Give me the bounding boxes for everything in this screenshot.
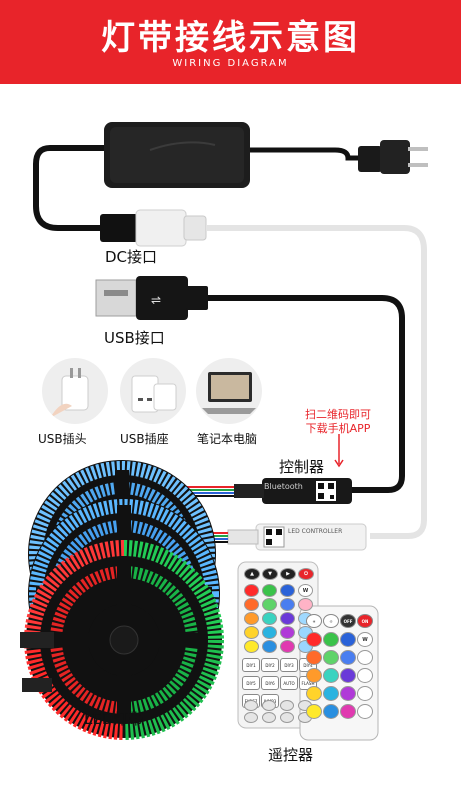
label-source-usb-socket: USB插座 <box>120 432 169 446</box>
remote-small-color-button[interactable] <box>340 650 356 665</box>
remote-small-color-button[interactable] <box>306 632 322 647</box>
wiring-diagram: ⇌ <box>20 122 428 741</box>
remote-small-color-button[interactable] <box>306 704 322 719</box>
remote-large-top-button[interactable]: ▲ <box>244 568 260 580</box>
qr-hint-arrow <box>334 434 344 468</box>
label-remote: 遥控器 <box>268 746 314 764</box>
controller-lower-icon <box>227 523 367 551</box>
remote-large-color-button[interactable] <box>262 612 277 625</box>
remote-large-color-button[interactable] <box>298 598 313 611</box>
remote-large-mode-button[interactable]: DIY5 <box>242 676 260 690</box>
remote-large-mode-button[interactable]: AUTO <box>280 676 298 690</box>
usb-plug-adapter-icon <box>50 368 89 418</box>
strip-connector-icon <box>20 632 54 692</box>
remote-small-color-button[interactable] <box>357 650 373 665</box>
remote-small-color-button[interactable] <box>323 704 339 719</box>
remote-large-color-button[interactable] <box>262 598 277 611</box>
remote-large-color-button[interactable] <box>262 640 277 653</box>
remote-small-color-button[interactable] <box>323 650 339 665</box>
remote-large-color-button[interactable] <box>280 640 295 653</box>
laptop-icon <box>202 372 256 414</box>
controller-upper-text: Bluetooth <box>264 482 303 491</box>
header-banner: 灯带接线示意图 WIRING DIAGRAM <box>0 0 461 84</box>
remote-small-color-button[interactable] <box>340 686 356 701</box>
remote-small-color-button[interactable] <box>306 668 322 683</box>
label-source-laptop: 笔记本电脑 <box>197 432 258 446</box>
remote-large-color-button[interactable] <box>280 612 295 625</box>
remote-large-color-button[interactable] <box>262 584 277 597</box>
remote-large-color-button[interactable] <box>244 584 259 597</box>
label-dc-port: DC接口 <box>105 248 158 266</box>
ac-plug-icon <box>358 140 428 174</box>
remote-small-top-button[interactable]: ON <box>357 614 373 628</box>
label-source-usb-plug: USB插头 <box>38 432 87 446</box>
page-title: 灯带接线示意图 <box>101 18 360 58</box>
power-adapter-icon <box>104 122 360 188</box>
remote-large-top-button[interactable]: ▼ <box>262 568 278 580</box>
remote-small-color-button[interactable] <box>306 686 322 701</box>
qr-hint: 扫二维码即可 下载手机APP <box>296 408 380 436</box>
remote-small-color-button[interactable] <box>340 704 356 719</box>
label-usb-port: USB接口 <box>104 329 165 347</box>
remote-small-color-button[interactable] <box>340 632 356 647</box>
controller-upper-icon <box>234 478 352 504</box>
remote-small-color-button[interactable] <box>357 704 373 719</box>
remote-large-color-button[interactable] <box>244 640 259 653</box>
remote-large-color-button[interactable]: W <box>298 584 313 597</box>
controller-lower-text: LED CONTROLLER <box>288 528 343 535</box>
label-controller: 控制器 <box>279 458 325 476</box>
adapter-cable <box>33 145 105 231</box>
remote-large-mode-button[interactable]: DIY6 <box>261 676 279 690</box>
source-usb-socket <box>120 358 186 424</box>
remote-large-color-button[interactable] <box>280 626 295 639</box>
remote-small-color-button[interactable]: W <box>357 632 373 647</box>
remote-large-color-button[interactable] <box>244 598 259 611</box>
remote-large-buttons: ▲▼▶⏻WDIY1DIY2DIY3DIY4DIY5DIY6AUTOFLASHFA… <box>238 562 318 728</box>
remote-small-color-button[interactable] <box>323 632 339 647</box>
remote-large-extra-button[interactable] <box>244 700 258 711</box>
qr-hint-line2: 下载手机APP <box>305 422 371 435</box>
label-led-strip: LED灯带 <box>84 710 144 728</box>
white-cable <box>206 225 427 539</box>
remote-large-color-button[interactable] <box>262 626 277 639</box>
remote-large-top-button[interactable]: ▶ <box>280 568 296 580</box>
remote-small-color-button[interactable] <box>357 668 373 683</box>
remote-small-top-button[interactable]: ☼ <box>323 614 339 628</box>
remote-large-extra-button[interactable] <box>262 700 276 711</box>
remote-large-top-button[interactable]: ⏻ <box>298 568 314 580</box>
remote-large-extra-button[interactable] <box>262 712 276 723</box>
remote-small-color-button[interactable] <box>323 668 339 683</box>
remote-small-top-button[interactable]: OFF <box>340 614 356 628</box>
remote-large-extra-button[interactable] <box>244 712 258 723</box>
remote-large-extra-button[interactable] <box>280 712 294 723</box>
remote-large-extra-button[interactable] <box>280 700 294 711</box>
remote-small-top-button[interactable]: ☀ <box>306 614 322 628</box>
usb-socket-icon <box>131 375 177 413</box>
qr-hint-line1: 扫二维码即可 <box>305 408 371 421</box>
source-laptop <box>196 358 262 424</box>
remote-small-color-button[interactable] <box>306 650 322 665</box>
remote-large-color-button[interactable] <box>244 612 259 625</box>
dc-jack-icon <box>100 209 207 247</box>
remote-large-color-button[interactable] <box>280 584 295 597</box>
source-usb-plug <box>42 358 108 424</box>
remote-large-mode-button[interactable]: DIY3 <box>280 658 298 672</box>
usb-cable <box>208 295 405 493</box>
usb-connector-icon: ⇌ <box>95 276 208 320</box>
led-reel-front-icon <box>24 540 224 740</box>
remote-small-color-button[interactable] <box>323 686 339 701</box>
remote-large-mode-button[interactable]: DIY2 <box>261 658 279 672</box>
remote-small-color-button[interactable] <box>340 668 356 683</box>
remote-large-color-button[interactable] <box>244 626 259 639</box>
remote-large-color-button[interactable] <box>280 598 295 611</box>
remote-small-color-button[interactable] <box>357 686 373 701</box>
svg-text:⇌: ⇌ <box>151 293 161 307</box>
remote-large-mode-button[interactable]: DIY1 <box>242 658 260 672</box>
page-subtitle: WIRING DIAGRAM <box>172 58 289 69</box>
